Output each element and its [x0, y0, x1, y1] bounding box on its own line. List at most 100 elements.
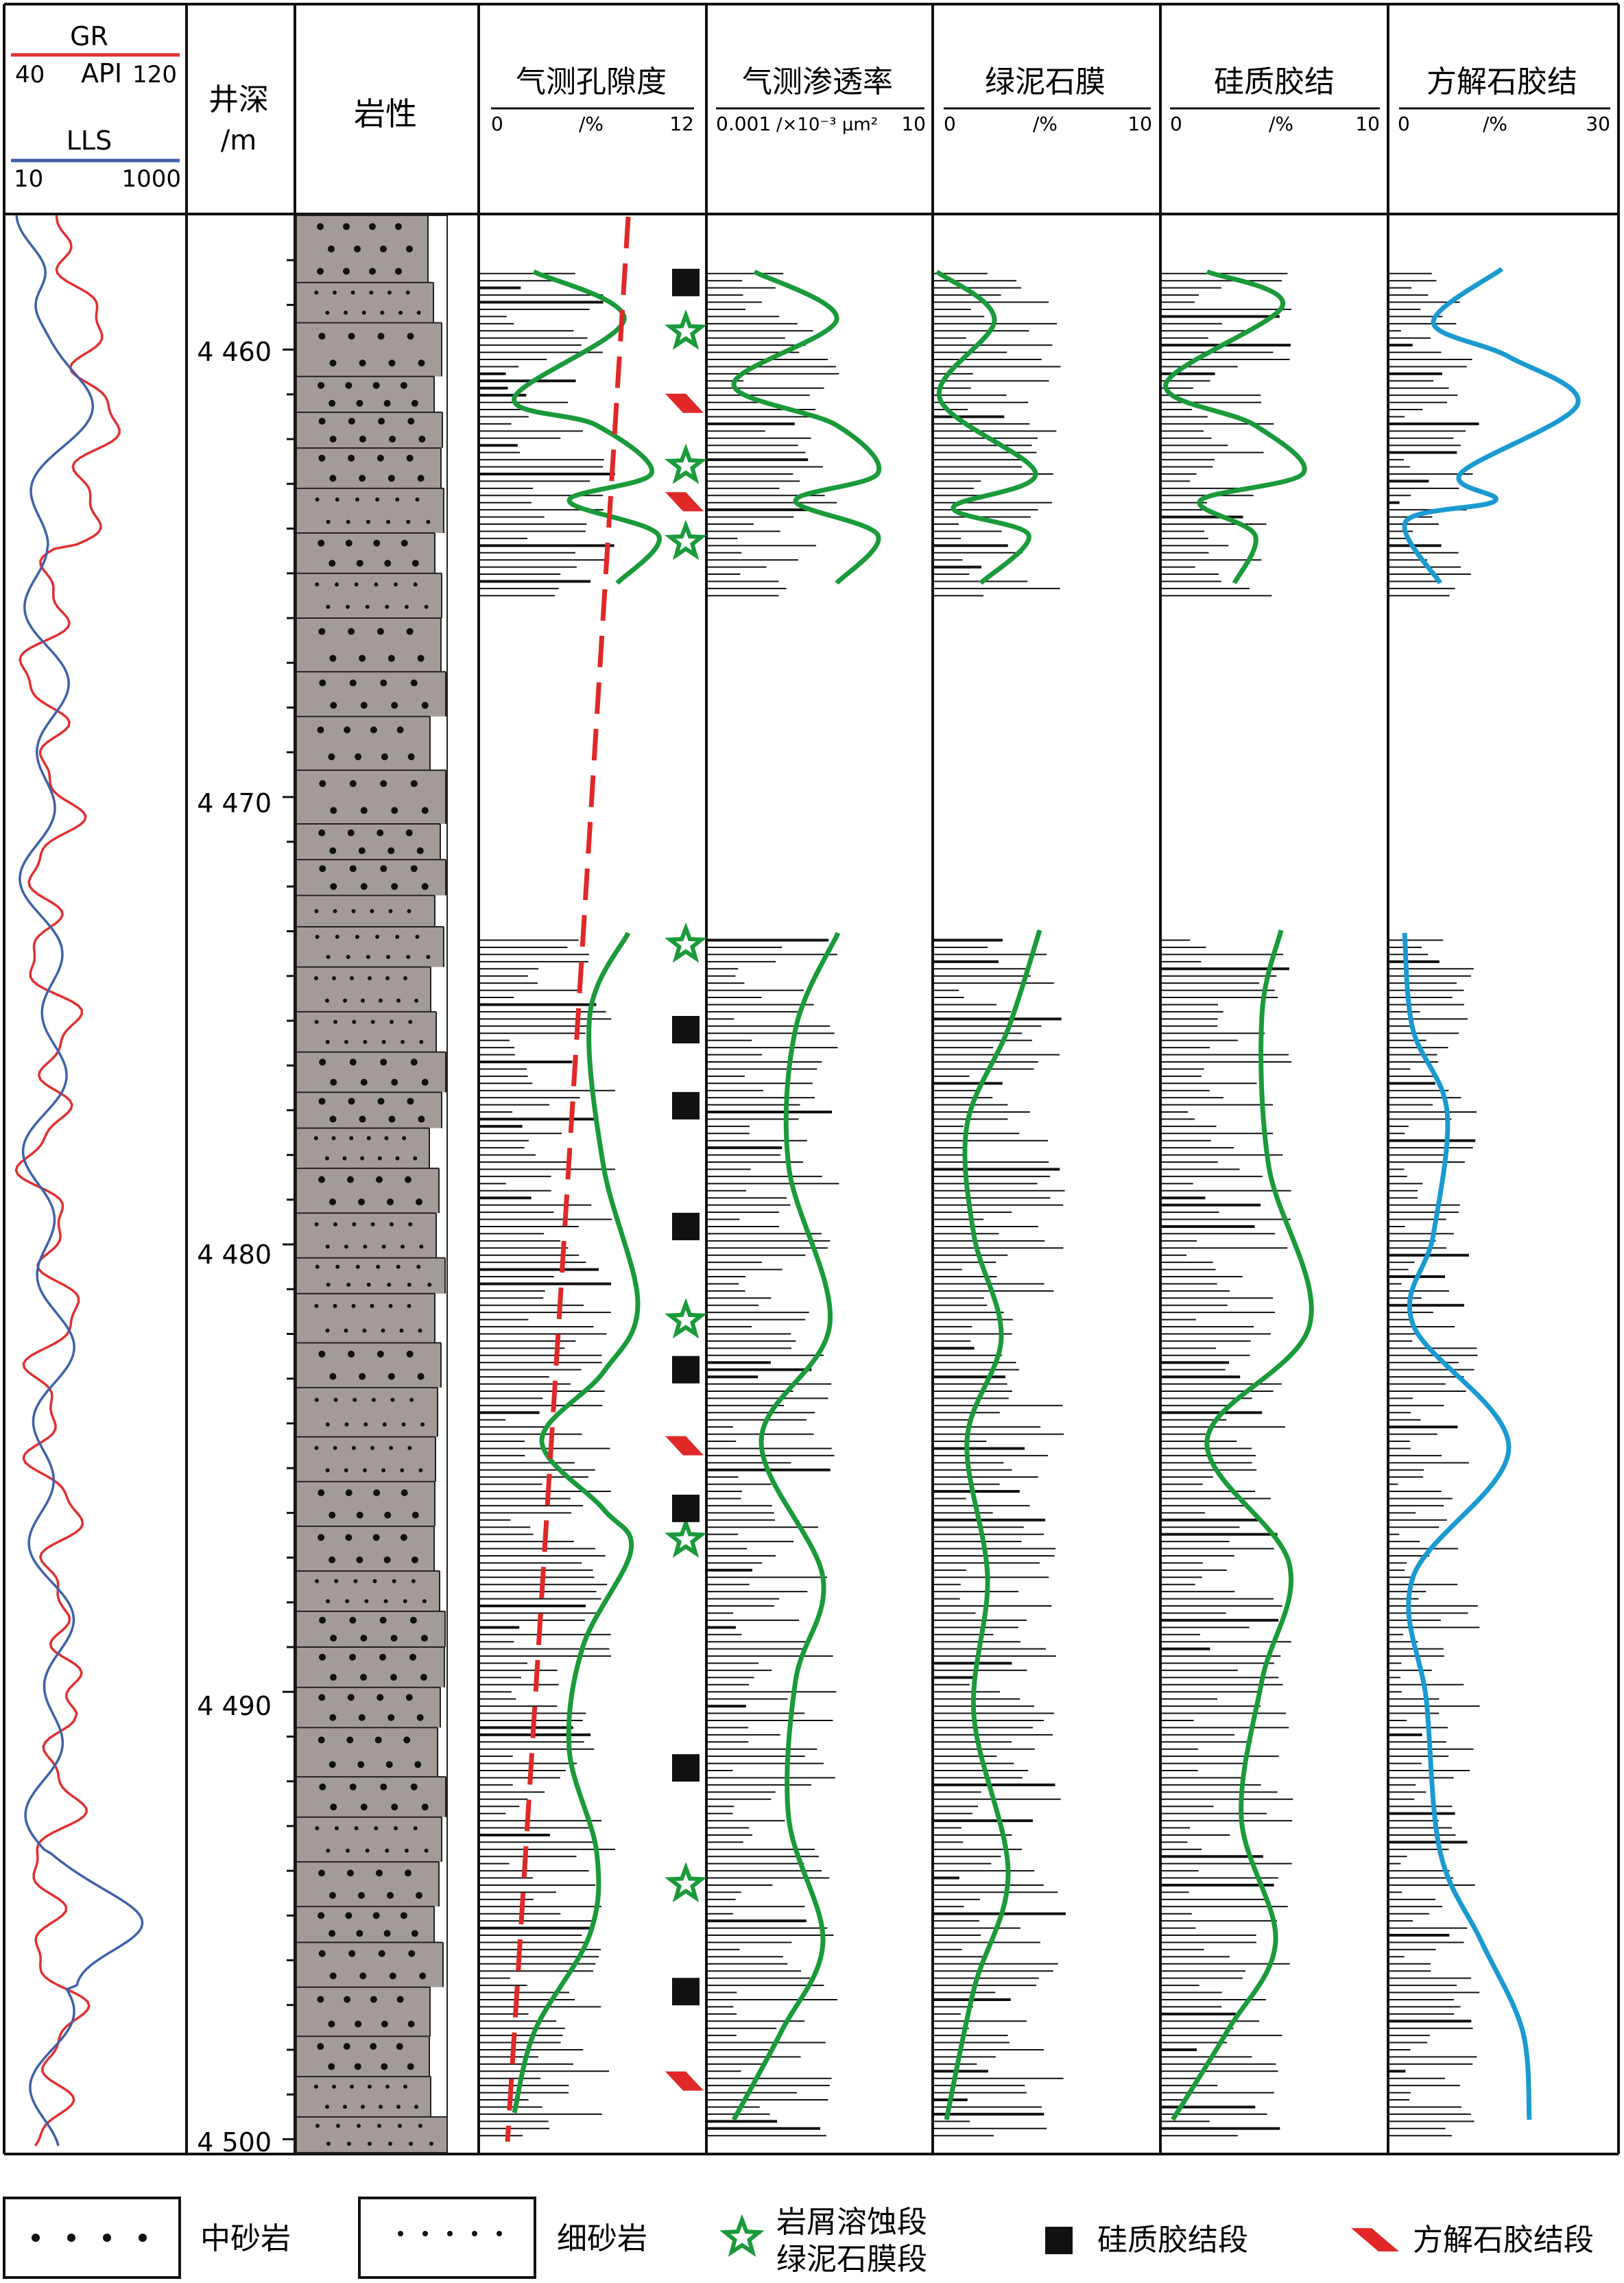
track-max-permeability: 10 — [901, 113, 926, 135]
rock-fill — [296, 215, 447, 2153]
medium-sand-grain — [330, 1674, 337, 1681]
medium-sand-grain — [343, 268, 350, 275]
fine-sand-grain — [344, 1328, 348, 1333]
fine-sand-grain — [350, 975, 354, 980]
fine-sand-grain — [362, 1328, 367, 1333]
fine-sand-grain — [361, 2105, 365, 2109]
medium-sand-grain — [376, 1869, 383, 1877]
fine-sand-grain — [424, 1848, 429, 1853]
medium-sand-grain — [318, 1912, 325, 1919]
fine-sand-grain — [368, 975, 372, 980]
fine-sand-grain — [363, 1422, 368, 1427]
medium-sand-grain — [421, 883, 429, 890]
medium-sand-grain — [407, 2063, 414, 2070]
medium-sand-grain — [383, 1930, 391, 1937]
bed-profile-gap — [436, 1011, 447, 1052]
fine-sand-grain — [403, 1599, 407, 1604]
bed-profile-gap — [444, 926, 447, 967]
fine-sand-grain — [365, 1848, 370, 1853]
depth-tick-label: 4 480 — [197, 1240, 272, 1270]
fine-sand-grain — [333, 1397, 338, 1402]
fine-sand-grain — [400, 1468, 405, 1473]
medium-sand-grain — [317, 223, 324, 230]
fine-sand-grain — [395, 1156, 400, 1161]
fine-sand-grain — [354, 1826, 359, 1831]
medium-sand-grain — [419, 1972, 427, 1980]
fine-sand-grain — [374, 582, 379, 587]
medium-sand-grain — [330, 883, 337, 890]
medium-sand-grain — [357, 1761, 365, 1769]
medium-sand-grain — [421, 1078, 429, 1086]
track-max-silica: 10 — [1355, 113, 1380, 135]
dissolution-star-icon — [664, 922, 708, 963]
fine-sand-grain — [346, 1848, 350, 1853]
silica-cement-square-icon — [672, 1978, 700, 2006]
medium-sand-grain — [343, 2043, 350, 2050]
medium-sand-grain — [411, 1556, 418, 1563]
silica-cement-square-icon — [672, 1356, 700, 1384]
medium-sand-grain — [388, 1115, 396, 1123]
medium-sand-grain — [346, 1736, 354, 1744]
bed-profile-gap — [439, 1862, 447, 1907]
medium-sand-grain — [319, 1616, 326, 1624]
dissolution-star-icon — [664, 1862, 708, 1903]
medium-sand-grain — [328, 245, 335, 252]
bed-profile-gap — [442, 1092, 447, 1128]
fine-sand-grain — [399, 1328, 404, 1333]
bed-profile-gap — [435, 1293, 447, 1343]
medium-sand-grain — [405, 1176, 411, 1183]
fine-sand-grain — [398, 2231, 403, 2236]
medium-sand-grain — [345, 381, 353, 389]
fine-sand-grain — [381, 1468, 386, 1473]
bed-profile-gap — [445, 1257, 447, 1294]
calcite-cement-parallelogram-icon — [665, 492, 704, 512]
medium-sand-grain — [407, 418, 415, 425]
track-title-calcite: 方解石胶结 — [1426, 64, 1577, 99]
fine-sand-grain — [396, 1264, 401, 1269]
fine-sand-grain — [331, 1136, 336, 1141]
medium-sand-grain — [389, 436, 396, 443]
medium-sand-grain — [410, 780, 418, 788]
fine-sand-grain — [370, 909, 374, 914]
fine-sand-grain — [351, 1445, 356, 1450]
fine-sand-grain — [315, 1826, 320, 1831]
fine-sand-grain — [353, 1397, 357, 1402]
trend-curve — [1402, 932, 1532, 2120]
fine-sand-grain — [315, 934, 320, 939]
fine-sand-grain — [357, 2123, 361, 2128]
bed-profile-gap — [428, 215, 447, 283]
fine-sand-grain — [413, 1826, 418, 1831]
fine-sand-grain — [314, 909, 319, 914]
medium-sand-grain — [349, 865, 357, 873]
lithology-border — [296, 215, 448, 2153]
lithology-column — [296, 215, 448, 2153]
legend-medium-sand-label: 中砂岩 — [200, 2221, 291, 2256]
medium-sand-grain — [395, 268, 402, 275]
fine-sand-grain — [405, 1848, 409, 1853]
medium-sand-grain — [347, 1869, 354, 1877]
medium-sand-grain — [379, 1653, 386, 1661]
medium-sand-grain — [359, 1373, 366, 1380]
medium-sand-grain — [369, 268, 376, 275]
gr-unit: API — [81, 58, 122, 88]
legend-fine-sand-swatch — [358, 2197, 536, 2279]
medium-sand-grain — [387, 1891, 394, 1899]
fine-sand-grain — [377, 1156, 382, 1161]
depth-tick-label: 4 500 — [197, 2127, 272, 2157]
fine-sand-grain — [314, 1222, 319, 1227]
bed-profile-gap — [435, 533, 447, 573]
fine-sand-grain — [333, 1303, 337, 1308]
medium-sand-grain — [349, 1058, 357, 1066]
medium-sand-grain — [319, 1783, 326, 1790]
fine-sand-grain — [407, 1445, 412, 1450]
medium-sand-grain — [329, 1115, 337, 1123]
fine-sand-grain — [403, 2084, 407, 2089]
fine-sand-grain — [333, 290, 337, 295]
medium-sand-grain — [348, 1950, 356, 1957]
calcite-cement-parallelogram-icon — [665, 2071, 704, 2091]
track-title-permeability: 气测渗透率 — [742, 64, 893, 99]
medium-sand-grain — [411, 1511, 419, 1519]
medium-sand-grain — [420, 1634, 428, 1642]
medium-sand-grain — [328, 753, 335, 761]
medium-sand-grain — [380, 780, 387, 788]
